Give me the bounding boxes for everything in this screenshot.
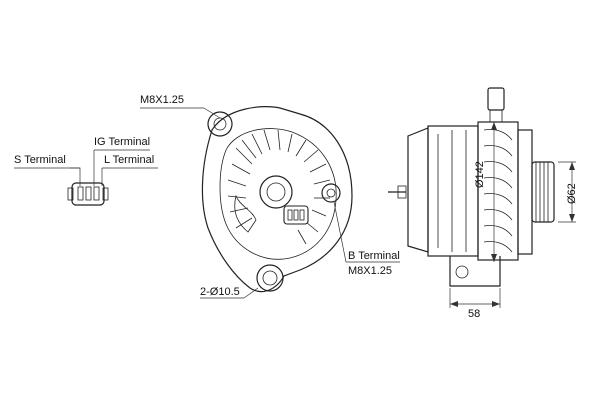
dimensions xyxy=(449,122,576,308)
housing-fins xyxy=(437,129,513,253)
alternator-side-view xyxy=(388,87,555,287)
width-label: 58 xyxy=(468,308,481,320)
ig-terminal-label: IG Terminal xyxy=(94,136,151,148)
b-terminal-leader xyxy=(333,201,347,263)
m8-top-leader xyxy=(203,107,221,119)
housing-diameter-label: Ø142 xyxy=(474,161,486,188)
l-terminal-label: L Terminal xyxy=(104,154,155,166)
alternator-front-view xyxy=(201,106,353,293)
holes-leader xyxy=(243,287,259,299)
m8-top-label: M8X1.25 xyxy=(140,94,185,106)
b-terminal-label: B Terminal xyxy=(348,250,400,262)
plug-connector xyxy=(67,182,109,206)
s-terminal-label: S Terminal xyxy=(14,154,66,166)
pulley-grooves xyxy=(535,162,549,222)
pulley-diameter-label: Ø62 xyxy=(566,183,578,204)
cooling-slots xyxy=(227,129,331,245)
b-thread-label: M8X1.25 xyxy=(348,265,393,277)
holes-label: 2-Ø10.5 xyxy=(200,286,240,298)
